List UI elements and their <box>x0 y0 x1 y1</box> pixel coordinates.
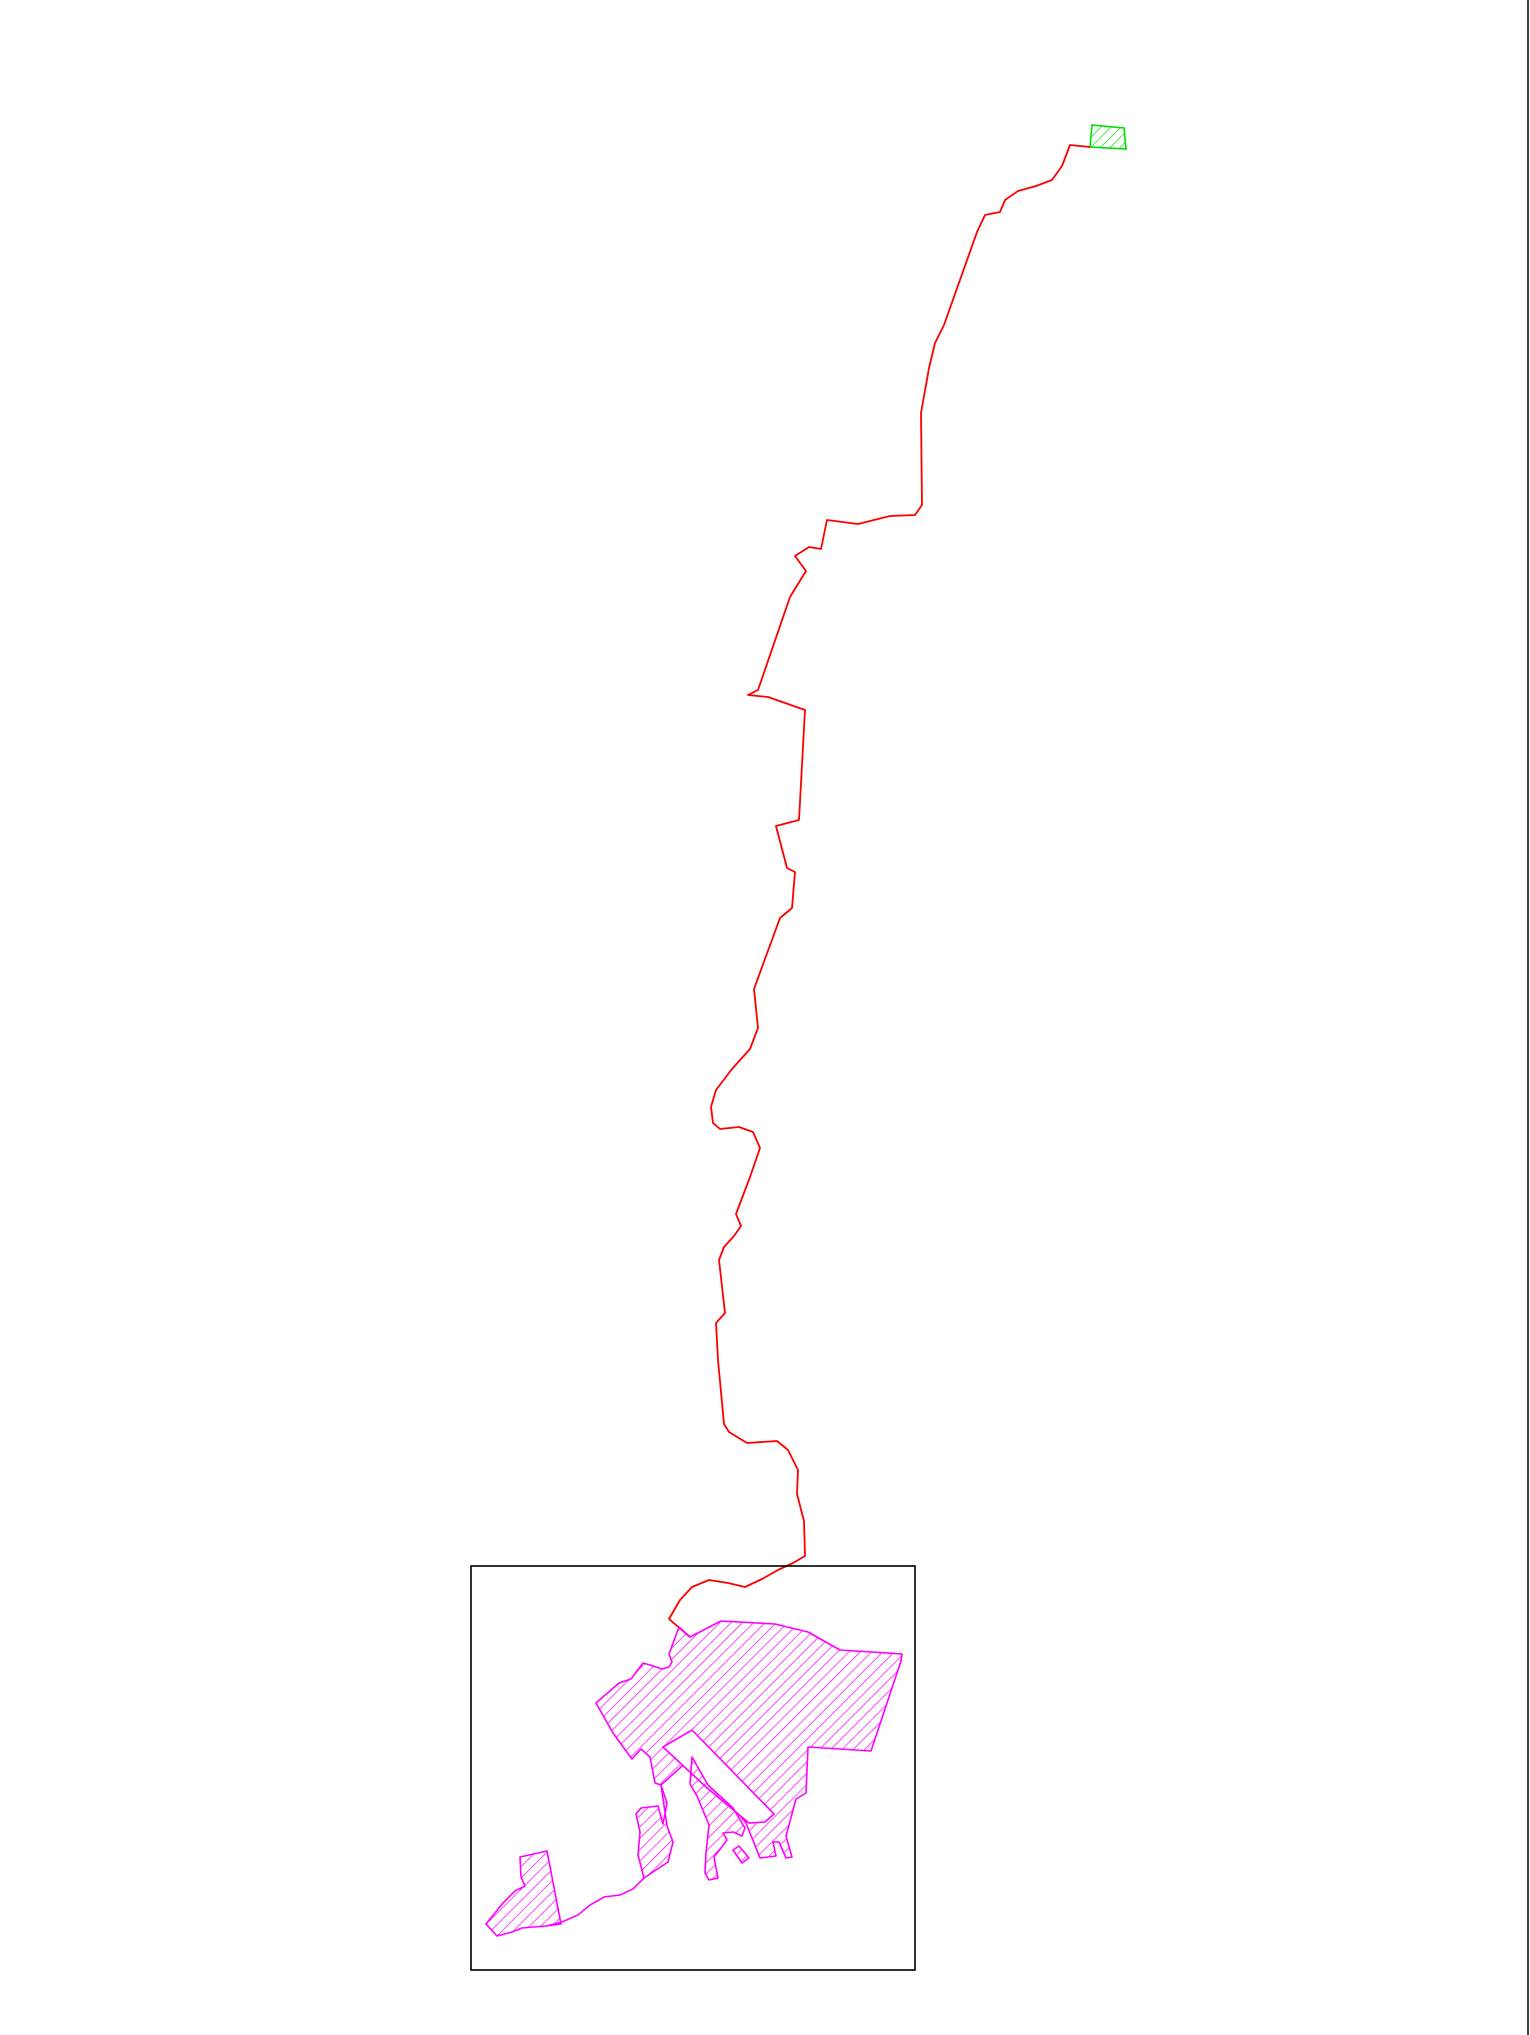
destination-area-south-fingers <box>635 1756 750 1881</box>
destination-area-sw-lobe <box>485 1850 562 1937</box>
route-line <box>668 144 1091 1638</box>
start-parcel <box>1089 124 1127 150</box>
inset-frame <box>470 1565 916 1971</box>
coastline-link <box>545 1877 645 1927</box>
